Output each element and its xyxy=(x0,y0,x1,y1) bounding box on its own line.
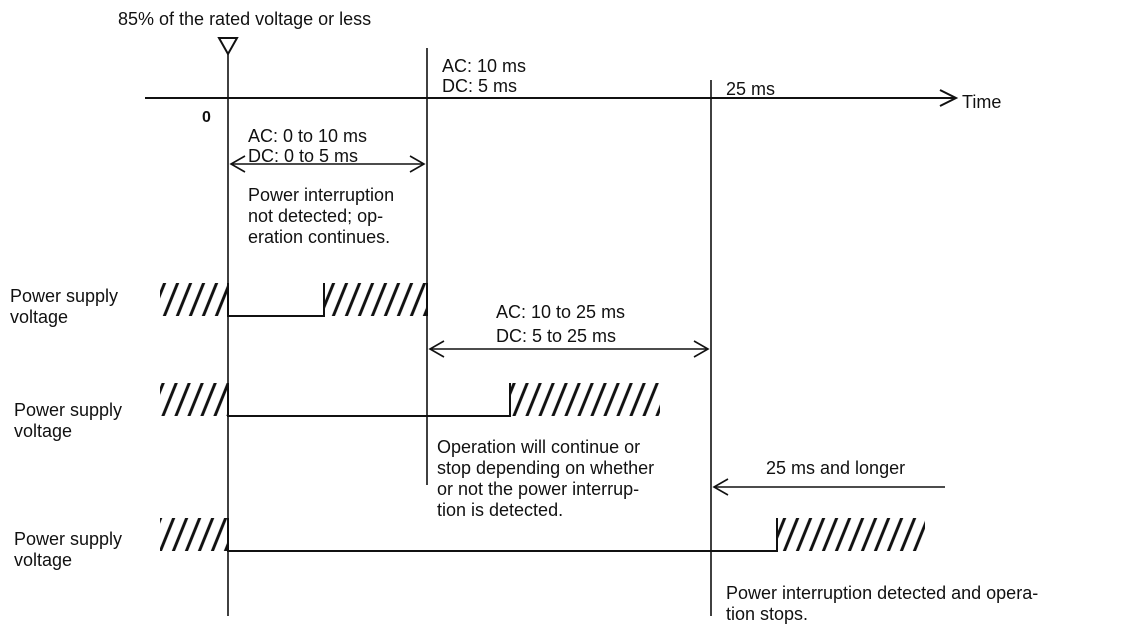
span2-note-3: or not the power interrup- xyxy=(437,479,639,499)
row2-voltage-waveform xyxy=(227,383,511,417)
span2-ac-label: AC: 10 to 25 ms xyxy=(496,302,625,322)
threshold-marker-icon xyxy=(217,37,239,57)
row3-voltage-on-hatch xyxy=(160,518,228,551)
row3-voltage-restored-hatch xyxy=(777,518,925,551)
span2-note-2: stop depending on whether xyxy=(437,458,654,478)
row1-label-2: voltage xyxy=(10,307,68,327)
row2-label-1: Power supply xyxy=(14,400,122,420)
span2-arrow-left-icon xyxy=(428,340,445,358)
row2-voltage-restored-hatch xyxy=(510,383,660,416)
row1-voltage-waveform xyxy=(227,283,325,317)
t2-label: 25 ms xyxy=(726,79,775,99)
time-arrow-icon xyxy=(939,89,959,107)
row2-voltage-on-hatch xyxy=(160,383,228,416)
span2-dc-label: DC: 5 to 25 ms xyxy=(496,326,616,346)
span1-dc-label: DC: 0 to 5 ms xyxy=(248,146,358,166)
span3-arrow-left-icon xyxy=(712,478,729,496)
row1-voltage-restored-hatch xyxy=(324,283,427,316)
row1-label-1: Power supply xyxy=(10,286,118,306)
row3-voltage-waveform xyxy=(227,518,778,552)
span2-note-4: tion is detected. xyxy=(437,500,563,520)
span1-arrow-right-icon xyxy=(409,155,426,173)
span3-label: 25 ms and longer xyxy=(766,458,905,478)
row3-label-2: voltage xyxy=(14,550,72,570)
span2-arrow-right-icon xyxy=(693,340,710,358)
span2-note-1: Operation will continue or xyxy=(437,437,640,457)
span1-arrow-left-icon xyxy=(229,155,246,173)
span1-note-1: Power interruption xyxy=(248,185,394,205)
span3-note-1: Power interruption detected and opera- xyxy=(726,583,1038,603)
span1-note-2: not detected; op- xyxy=(248,206,383,226)
t1-dc-label: DC: 5 ms xyxy=(442,76,517,96)
row1-voltage-on-hatch xyxy=(160,283,228,316)
time-axis-label: Time xyxy=(962,92,1001,112)
row2-label-2: voltage xyxy=(14,421,72,441)
span1-note-3: eration continues. xyxy=(248,227,390,247)
t1-ac-label: AC: 10 ms xyxy=(442,56,526,76)
origin-label: 0 xyxy=(202,109,211,126)
span3-note-2: tion stops. xyxy=(726,604,808,624)
threshold-label: 85% of the rated voltage or less xyxy=(118,9,371,29)
row3-label-1: Power supply xyxy=(14,529,122,549)
span1-ac-label: AC: 0 to 10 ms xyxy=(248,126,367,146)
